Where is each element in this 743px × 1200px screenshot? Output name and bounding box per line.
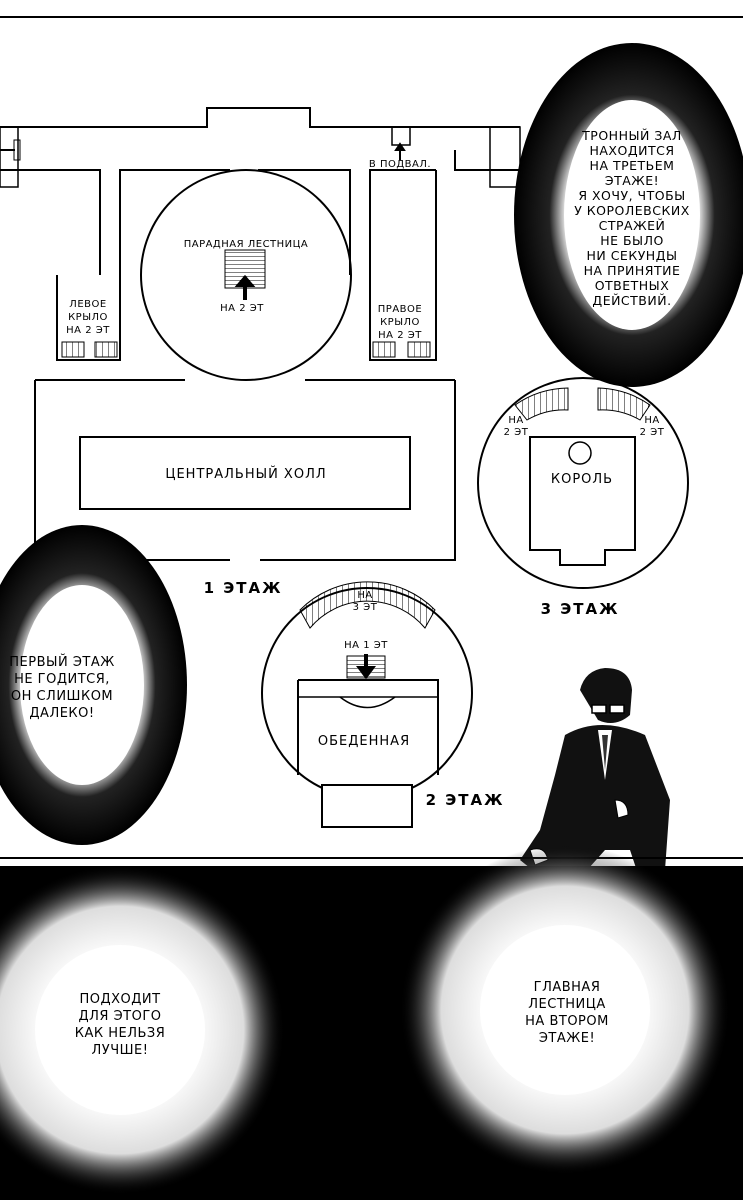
- floor3-left-label-1: НА: [508, 415, 523, 426]
- floor1-stair-details: [61, 142, 431, 358]
- floor1-plan: [0, 107, 521, 561]
- throne-line: ОТВЕТНЫХ: [595, 278, 670, 293]
- throne-line: НИ СЕКУНДЫ: [586, 248, 677, 263]
- throne-line: Я ХОЧУ, ЧТОБЫ: [578, 188, 685, 203]
- throne-line: НА ПРИНЯТИЕ: [584, 263, 681, 278]
- dining-label: ОБЕДЕННАЯ: [318, 734, 410, 749]
- floor2-title: 2 ЭТАЖ: [426, 791, 505, 809]
- left-wing-label-2: КРЫЛО: [68, 312, 108, 323]
- right-wing-label-2: КРЫЛО: [380, 317, 420, 328]
- first-floor-speech-bubble: [0, 525, 187, 845]
- throne-line: ДЕЙСТВИЙ.: [592, 293, 671, 308]
- grand-staircase-label: ПАРАДНАЯ ЛЕСТНИЦА: [184, 239, 309, 250]
- first-floor-line: ОН СЛИШКОМ: [11, 689, 113, 704]
- to-floor2-label: НА 2 ЭТ: [220, 303, 264, 314]
- throne-line: СТРАЖЕЙ: [599, 218, 666, 233]
- floor2-down-label: НА 1 ЭТ: [344, 640, 388, 651]
- first-floor-line: ДАЛЕКО!: [29, 706, 94, 721]
- throne-bubble-text: ТРОННЫЙ ЗАЛ НАХОДИТСЯ НА ТРЕТЬЕМ ЭТАЖЕ! …: [574, 128, 690, 308]
- character-figure: [520, 668, 670, 880]
- main-stairs-bubble-text: ГЛАВНАЯ ЛЕСТНИЦА НА ВТОРОМ ЭТАЖЕ!: [525, 980, 609, 1046]
- floor1-title: 1 ЭТАЖ: [204, 579, 283, 597]
- perfect-line: КАК НЕЛЬЗЯ: [75, 1026, 166, 1041]
- main-stairs-line: ЭТАЖЕ!: [539, 1031, 595, 1046]
- main-stairs-line: ГЛАВНАЯ: [534, 980, 601, 995]
- floor3-title: 3 ЭТАЖ: [541, 600, 620, 618]
- floor2-plan: [261, 587, 473, 828]
- first-floor-line: НЕ ГОДИТСЯ,: [14, 672, 110, 687]
- right-wing-label-3: НА 2 ЭТ: [378, 330, 422, 341]
- first-floor-bubble-text: ПЕРВЫЙ ЭТАЖ НЕ ГОДИТСЯ, ОН СЛИШКОМ ДАЛЕК…: [9, 654, 115, 721]
- main-stairs-line: ЛЕСТНИЦА: [528, 997, 606, 1012]
- right-wing-label-1: ПРАВОЕ: [378, 304, 422, 315]
- perfect-line: ЛУЧШЕ!: [92, 1043, 149, 1058]
- floor2-up-label-1: НА: [357, 590, 372, 601]
- floor3-right-label-2: 2 ЭТ: [640, 427, 665, 438]
- first-floor-line: ПЕРВЫЙ ЭТАЖ: [9, 654, 115, 670]
- perfect-line: ДЛЯ ЭТОГО: [78, 1009, 161, 1024]
- floor2-up-label-2: 3 ЭТ: [353, 602, 378, 613]
- floor3-left-label-2: 2 ЭТ: [504, 427, 529, 438]
- floor2-stair-details: [299, 581, 436, 680]
- floor3-plan: [477, 377, 689, 589]
- throne-line: НА ТРЕТЬЕМ: [590, 158, 675, 173]
- throne-line: ТРОННЫЙ ЗАЛ: [581, 128, 682, 143]
- main-stairs-line: НА ВТОРОМ: [525, 1014, 609, 1029]
- throne-speech-bubble: [514, 43, 743, 387]
- left-wing-label-1: ЛЕВОЕ: [69, 299, 106, 310]
- floor3-right-label-1: НА: [644, 415, 659, 426]
- throne-line: У КОРОЛЕВСКИХ: [574, 203, 690, 218]
- perfect-line: ПОДХОДИТ: [79, 992, 160, 1007]
- left-wing-label-3: НА 2 ЭТ: [66, 325, 110, 336]
- basement-label: В ПОДВАЛ.: [369, 159, 431, 170]
- central-hall-label: ЦЕНТРАЛЬНЫЙ ХОЛЛ: [165, 466, 326, 482]
- perfect-bubble-text: ПОДХОДИТ ДЛЯ ЭТОГО КАК НЕЛЬЗЯ ЛУЧШЕ!: [75, 992, 166, 1058]
- king-label: КОРОЛЬ: [551, 472, 613, 487]
- perfect-burst-bubble: [0, 865, 285, 1195]
- throne-line: НАХОДИТСЯ: [589, 143, 674, 158]
- throne-line: ЭТАЖЕ!: [605, 173, 659, 188]
- main-stairs-burst-bubble: [400, 845, 730, 1175]
- throne-line: НЕ БЫЛО: [600, 233, 664, 248]
- floor3-stair-details: [514, 387, 651, 421]
